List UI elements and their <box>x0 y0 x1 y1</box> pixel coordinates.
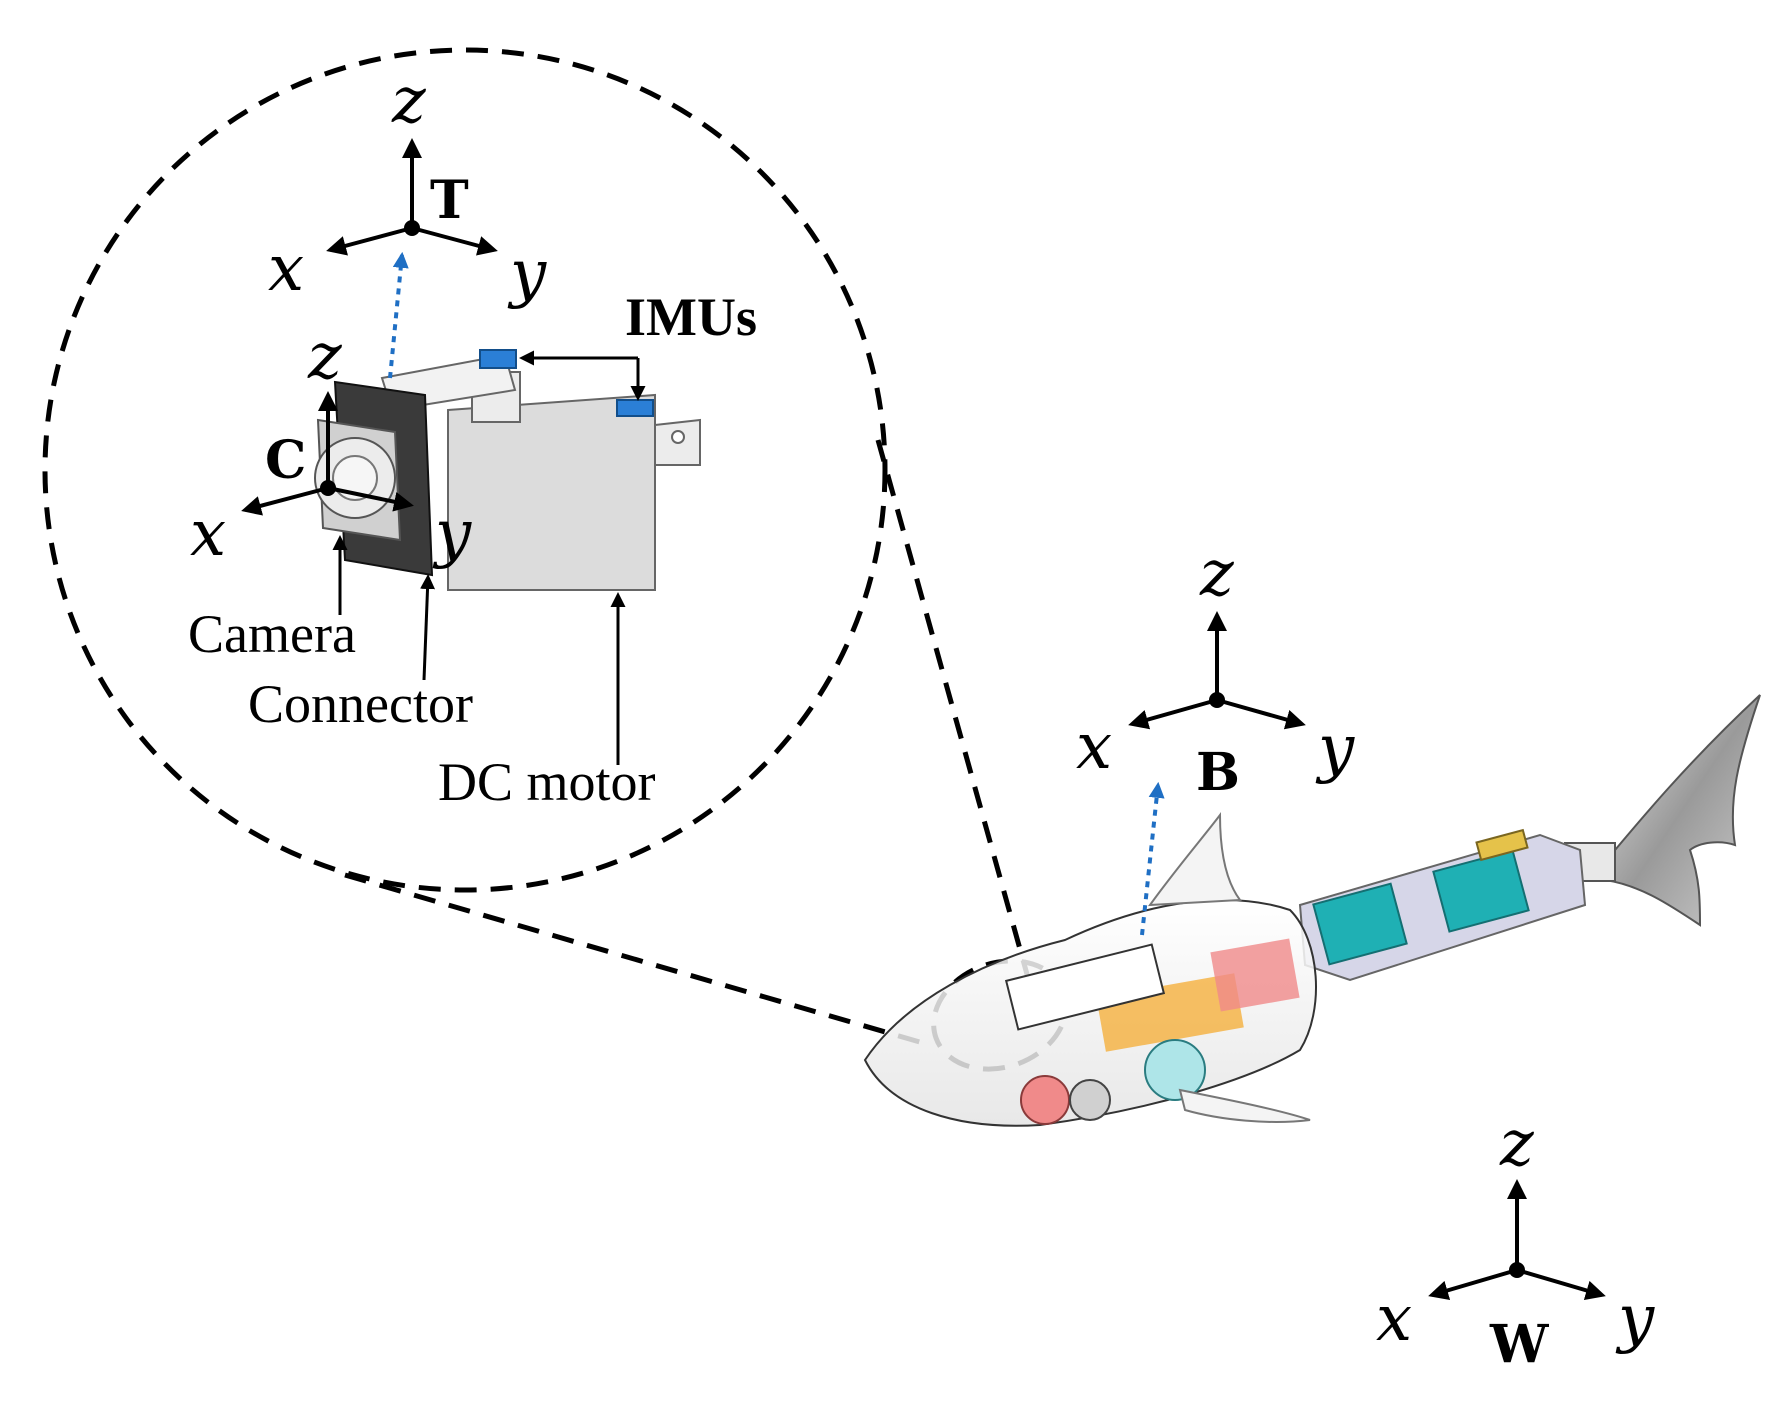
frame-b <box>1128 611 1306 730</box>
connector-arrow <box>420 574 436 681</box>
frame-t-y-label: y <box>507 237 547 311</box>
frame-b-x-axis <box>1128 698 1218 730</box>
servo-top <box>1475 828 1529 862</box>
frame-c-y-label: y <box>432 497 472 571</box>
servo-1 <box>1312 882 1408 966</box>
imu-1 <box>479 349 517 369</box>
control-board <box>1210 938 1300 1012</box>
imus-label: IMUs <box>625 287 757 347</box>
frame-t-y-axis <box>411 226 498 256</box>
frame-c <box>241 391 414 516</box>
zoom-line-upper <box>875 439 1033 986</box>
connector-label: Connector <box>248 674 473 734</box>
frame-t-origin <box>404 220 420 236</box>
frame-t <box>326 138 498 256</box>
frame-w <box>1428 1179 1606 1301</box>
frame-w-z-label: z <box>1499 1107 1535 1181</box>
frame-c-x-label: x <box>190 497 226 571</box>
dc-motor-label: DC motor <box>438 752 656 812</box>
frame-c-origin <box>320 480 336 496</box>
camera-label: Camera <box>188 604 356 664</box>
zoom-circle <box>42 47 888 893</box>
frame-c-z-label: z <box>307 320 343 394</box>
callout-arrows <box>332 350 646 765</box>
frame-c-x-axis <box>241 486 329 516</box>
frame-w-x-axis <box>1428 1268 1518 1301</box>
dorsal-fin <box>1147 812 1242 907</box>
pectoral-hub <box>1144 1039 1206 1101</box>
frame-t-x-label: x <box>268 232 304 306</box>
frame-b-y-label: y <box>1315 712 1355 786</box>
frame-b-x-label: x <box>1076 710 1112 784</box>
frame-b-z-label: z <box>1199 537 1235 611</box>
camera-motor-assembly <box>314 251 701 591</box>
frame-c-name: C <box>265 430 306 491</box>
servo-2 <box>1432 849 1530 933</box>
electronics-box <box>1004 943 1166 1031</box>
frame-w-x-label: x <box>1376 1282 1412 1356</box>
dc-motor-body <box>447 393 656 591</box>
frame-w-origin <box>1509 1262 1525 1278</box>
frame-c-y-axis <box>327 486 414 512</box>
frame-b-name: B <box>1196 742 1240 803</box>
caudal-fin <box>1604 694 1761 927</box>
robot-fish <box>863 694 1761 1127</box>
frame-b-y-axis <box>1216 698 1306 730</box>
frame-t-name: T <box>430 170 469 231</box>
body-frame-arrow <box>1140 781 1165 936</box>
frame-t-x-axis <box>326 226 413 256</box>
frame-w-name: W <box>1489 1314 1550 1375</box>
flange-hole <box>671 430 685 444</box>
pectoral-fin <box>1178 1088 1311 1123</box>
imu-2 <box>616 399 654 417</box>
frame-w-y-axis <box>1516 1268 1606 1301</box>
camera-frame-arrow <box>388 251 409 379</box>
frame-w-y-label: y <box>1615 1282 1655 1356</box>
pink-motor <box>1020 1075 1070 1125</box>
frame-t-z-label: z <box>391 64 427 138</box>
lens-housing <box>1069 1079 1111 1121</box>
camera-lens-inner <box>332 455 378 501</box>
frame-b-origin <box>1209 692 1225 708</box>
zoom-line-lower <box>344 872 931 1048</box>
